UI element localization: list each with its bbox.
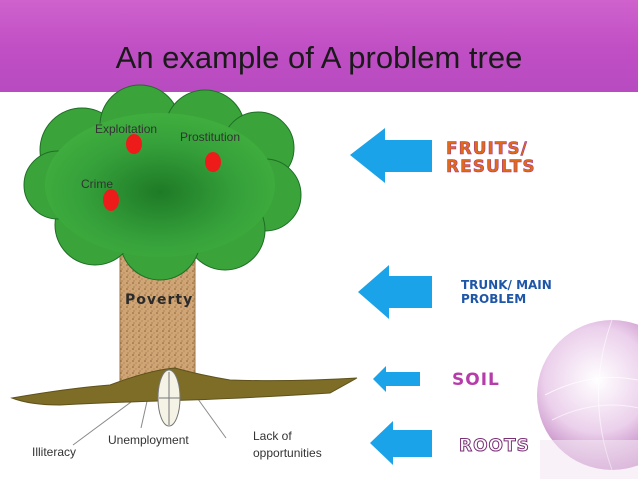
root-label-opportunities: opportunities	[253, 446, 322, 460]
root-label-unemployment: Unemployment	[108, 433, 189, 447]
legend-trunk-line1: TRUNK/ MAIN	[461, 278, 552, 292]
root-label-illiteracy: Illiteracy	[32, 445, 77, 459]
legend-trunk-line2: PROBLEM	[461, 292, 527, 306]
soil-mound	[10, 367, 358, 406]
root-label-lack-of: Lack of	[253, 429, 292, 443]
legend-roots: ROOTS	[459, 436, 530, 456]
fruit-label-prostitution: Prostitution	[180, 130, 241, 144]
legend-soil: SOIL	[452, 370, 500, 390]
title-bar	[0, 0, 638, 92]
arrow-icon-fruits	[350, 128, 432, 183]
fruit-exploitation	[126, 134, 142, 154]
legend-fruits-line2: RESULTS	[446, 157, 536, 177]
arrow-icon-soil	[373, 366, 420, 392]
fruit-label-crime: Crime	[81, 177, 113, 191]
legend-trunk-main-problem: TRUNK/ MAIN PROBLEM	[461, 278, 552, 306]
arrow-icon-roots	[370, 421, 432, 465]
legend-fruits-results: FRUITS/ RESULTS	[446, 139, 536, 177]
fruit-prostitution	[205, 152, 221, 172]
trunk-label-poverty: Poverty	[125, 292, 194, 308]
fruit-crime	[103, 189, 119, 211]
legend-fruits-line1: FRUITS/	[446, 139, 528, 159]
globe-decoration	[537, 319, 638, 479]
fruit-label-exploitation: Exploitation	[95, 122, 158, 136]
slide-title: An example of A problem tree	[115, 40, 523, 75]
arrow-icon-trunk	[358, 265, 432, 319]
